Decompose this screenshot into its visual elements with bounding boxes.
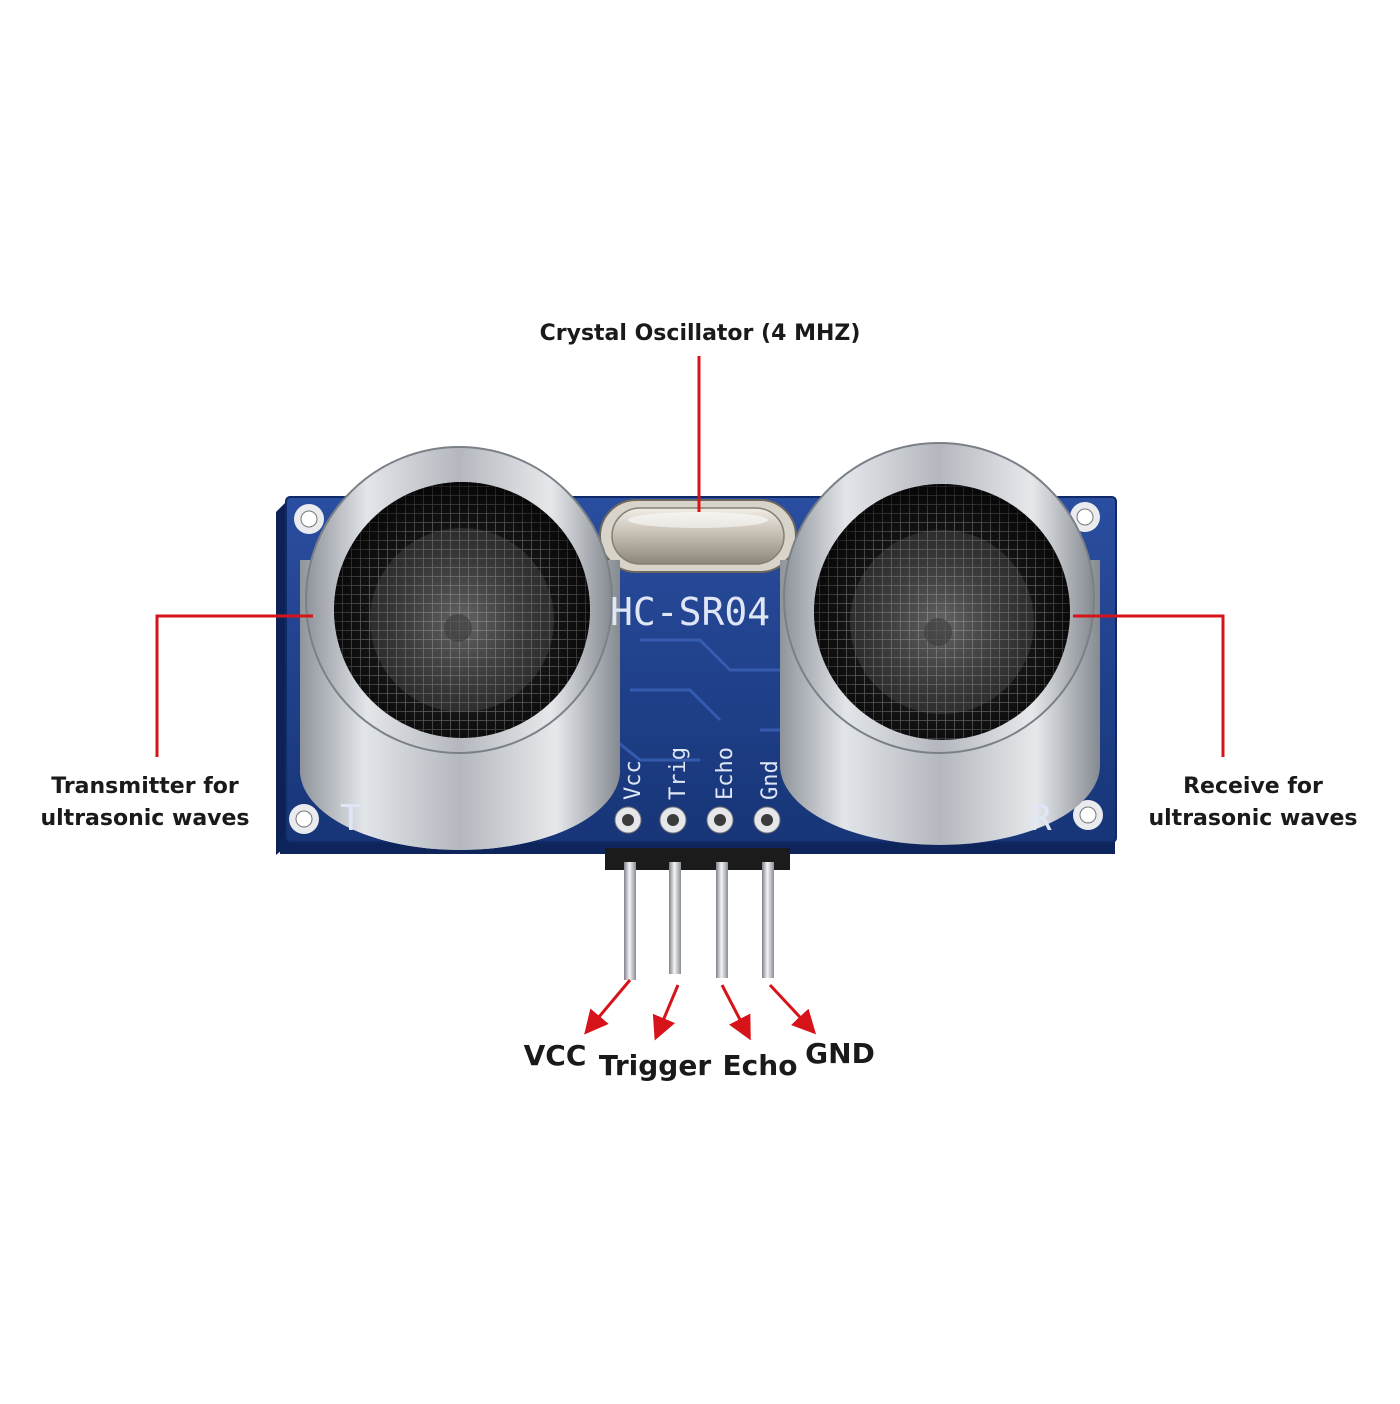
arrow-echo [720, 984, 751, 1041]
crystal-oscillator [599, 499, 797, 573]
label-transmitter: Transmitter for ultrasonic waves [20, 771, 270, 835]
label-gnd: GND [805, 1037, 875, 1070]
callout-lines [155, 356, 1225, 1041]
label-transmitter-line2: ultrasonic waves [40, 806, 250, 831]
pin-header-housing [605, 848, 790, 870]
solder-pads [614, 806, 781, 834]
mounting-hole-tl [294, 504, 324, 534]
mounting-hole-bl [289, 804, 319, 834]
transmitter-transducer [300, 446, 620, 850]
arrow-trigger [652, 984, 680, 1041]
board-model-text: HC-SR04 [610, 590, 770, 634]
label-echo: Echo [722, 1049, 798, 1082]
label-transmitter-line1: Transmitter for [51, 774, 239, 799]
label-receiver-line2: ultrasonic waves [1148, 806, 1358, 831]
pin-gnd [762, 862, 774, 978]
arrow-gnd [768, 983, 817, 1035]
arrow-vcc [584, 979, 632, 1035]
board-pin-trig: Trig [666, 747, 691, 800]
mounting-hole-br [1073, 800, 1103, 830]
pin-vcc [624, 862, 636, 980]
label-receiver-line1: Receive for [1183, 774, 1323, 799]
board-pin-echo: Echo [713, 747, 738, 800]
label-oscillator: Crystal Oscillator (4 MHZ) [539, 321, 861, 346]
label-receiver: Receive for ultrasonic waves [1128, 771, 1378, 835]
board-mark-t: T [340, 798, 362, 839]
label-trigger: Trigger [598, 1049, 712, 1082]
callout-receiver [1073, 614, 1225, 757]
board-mark-r: R [1030, 798, 1052, 839]
board-pin-vcc: Vcc [621, 760, 646, 800]
board-pin-gnd: Gnd [758, 760, 783, 800]
pin-trig [669, 862, 681, 974]
receiver-transducer [780, 442, 1100, 845]
pin-echo [716, 862, 728, 978]
mounting-hole-tr [1070, 502, 1100, 532]
callout-transmitter [155, 614, 313, 757]
label-vcc: VCC [523, 1039, 587, 1072]
